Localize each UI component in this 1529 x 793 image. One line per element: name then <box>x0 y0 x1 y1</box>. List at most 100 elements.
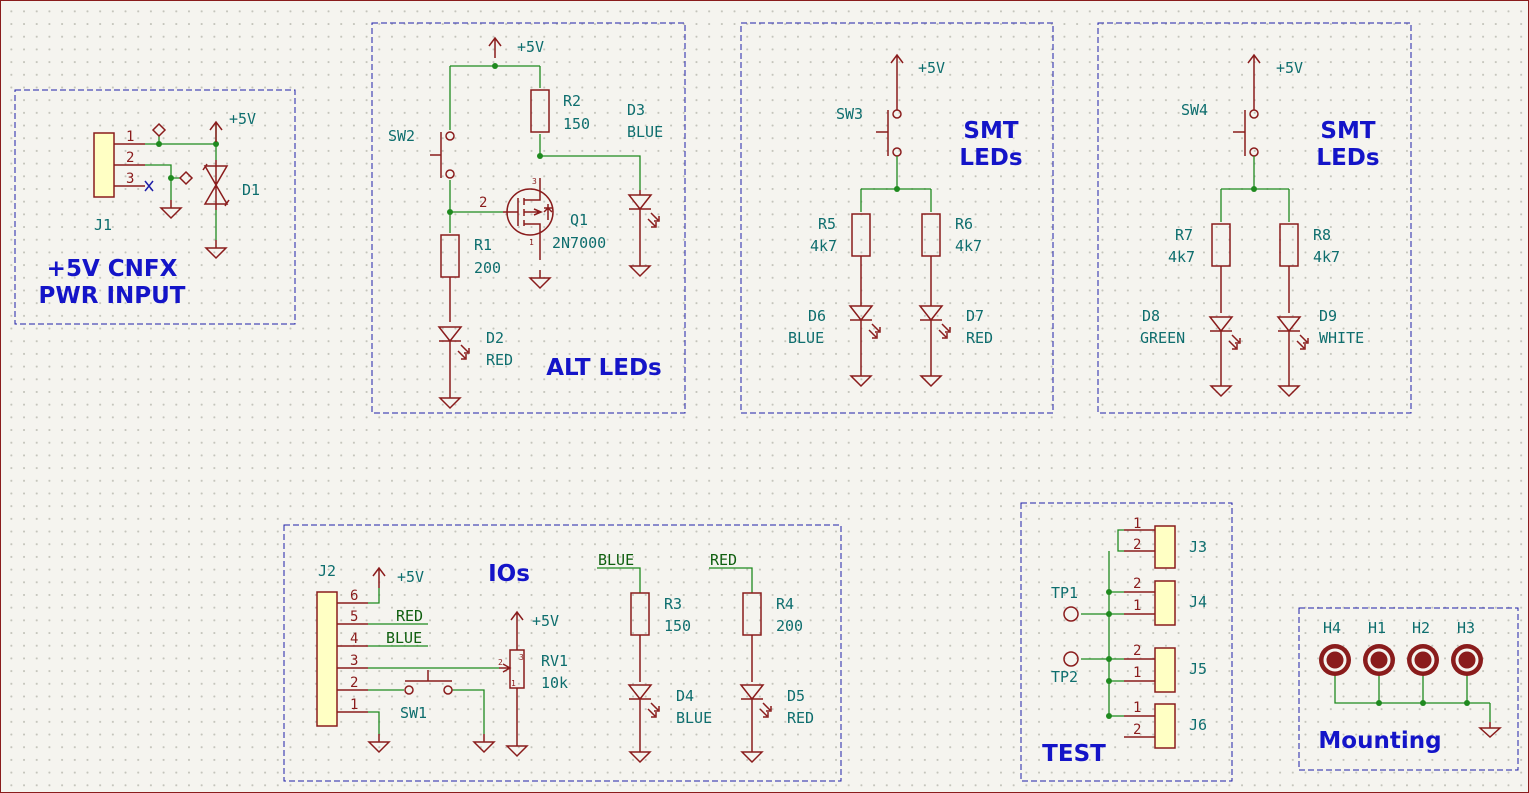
svg-text:1: 1 <box>1133 598 1141 614</box>
j4-connector[interactable]: 2 1 J4 <box>1109 576 1207 626</box>
svg-text:+5V: +5V <box>517 38 544 56</box>
svg-text:+5V: +5V <box>1276 59 1303 77</box>
no-connect-marker <box>144 180 154 192</box>
svg-text:1: 1 <box>350 697 358 713</box>
svg-text:2N7000: 2N7000 <box>552 234 606 252</box>
test-wires <box>1081 551 1110 716</box>
svg-text:R1: R1 <box>474 236 492 254</box>
svg-text:J3: J3 <box>1189 538 1207 556</box>
h1-mounting-hole[interactable]: H1 <box>1361 619 1397 678</box>
net-label-blue: BLUE <box>386 629 422 647</box>
svg-text:BLUE: BLUE <box>627 123 663 141</box>
j5-connector[interactable]: 2 1 J5 <box>1109 643 1207 693</box>
svg-text:2: 2 <box>498 658 503 667</box>
sw1-switch[interactable]: SW1 <box>400 670 453 722</box>
group-box-smt-leds-2 <box>1097 22 1412 414</box>
section-title-smt-leds: LEDs <box>959 145 1022 171</box>
svg-text:J6: J6 <box>1189 716 1207 734</box>
svg-text:RED: RED <box>966 329 993 347</box>
d7-led[interactable]: D7 RED <box>919 305 993 368</box>
ground-symbol-icon <box>741 743 763 763</box>
ground-symbol-icon <box>1210 377 1232 397</box>
j6-connector[interactable]: 1 2 J6 <box>1109 700 1207 749</box>
rv1-potentiometer[interactable]: 3 2 1 RV1 10k <box>498 632 568 738</box>
tp2-testpoint[interactable]: TP2 <box>1051 651 1079 686</box>
pwr-flag-icon <box>178 170 194 186</box>
section-title-power: +5V CNFX <box>47 256 178 282</box>
r2-resistor[interactable]: R2 150 <box>530 89 590 133</box>
d4-led[interactable]: D4 BLUE <box>628 684 712 744</box>
svg-text:2: 2 <box>1133 537 1141 553</box>
sw3-switch[interactable]: SW3 <box>836 75 902 157</box>
ios-wires <box>368 588 499 734</box>
d8-led[interactable]: D8 GREEN <box>1140 307 1241 378</box>
svg-text:5: 5 <box>350 609 358 625</box>
svg-text:RV1: RV1 <box>541 652 568 670</box>
svg-text:D2: D2 <box>486 329 504 347</box>
r3-resistor[interactable]: R3 150 <box>630 592 691 682</box>
section-title-power: PWR INPUT <box>39 283 186 309</box>
power-symbol-icon <box>1247 54 1261 76</box>
svg-text:2: 2 <box>1133 576 1141 592</box>
d3-led[interactable]: D3 BLUE <box>627 101 663 258</box>
h2-mounting-hole[interactable]: H2 <box>1405 619 1441 678</box>
mounting-wires <box>1334 660 1491 722</box>
ground-symbol-icon <box>1278 377 1300 397</box>
ground-symbol-icon <box>629 743 651 763</box>
tp1-testpoint[interactable]: TP1 <box>1051 584 1079 622</box>
svg-text:SW4: SW4 <box>1181 101 1208 119</box>
svg-text:R3: R3 <box>664 595 682 613</box>
svg-text:3: 3 <box>350 653 358 669</box>
svg-text:Q1: Q1 <box>570 211 588 229</box>
d1-tvs-diode[interactable]: D1 <box>202 160 260 210</box>
svg-text:2: 2 <box>479 195 487 211</box>
h4-mounting-hole[interactable]: H4 <box>1317 619 1353 678</box>
svg-text:3: 3 <box>519 653 524 662</box>
ios-led-wires <box>597 567 753 593</box>
j3-connector[interactable]: 1 2 J3 <box>1117 516 1207 569</box>
d5-led[interactable]: D5 RED <box>740 684 814 744</box>
svg-text:TP2: TP2 <box>1051 668 1078 686</box>
svg-text:1: 1 <box>1133 700 1141 716</box>
group-box-ios <box>283 524 842 782</box>
svg-text:200: 200 <box>474 259 501 277</box>
svg-text:H3: H3 <box>1457 619 1475 637</box>
r5-resistor[interactable]: R5 4k7 <box>810 213 871 306</box>
d6-led[interactable]: D6 BLUE <box>788 305 881 368</box>
j1-connector[interactable]: 1 2 3 J1 <box>93 129 145 234</box>
svg-text:D4: D4 <box>676 687 694 705</box>
svg-text:2: 2 <box>350 675 358 691</box>
power-symbol-icon <box>488 37 502 59</box>
power-symbol-icon <box>209 121 223 143</box>
group-box-smt-leds-1 <box>740 22 1054 414</box>
h3-mounting-hole[interactable]: H3 <box>1449 619 1485 678</box>
j2-connector[interactable]: 6 5 4 3 2 1 J2 <box>316 562 368 727</box>
sw4-switch[interactable]: SW4 <box>1181 75 1259 157</box>
d9-led[interactable]: D9 WHITE <box>1277 307 1364 378</box>
svg-text:SW1: SW1 <box>400 704 427 722</box>
svg-text:GREEN: GREEN <box>1140 329 1185 347</box>
section-title-smt-leds: LEDs <box>1316 145 1379 171</box>
r6-resistor[interactable]: R6 4k7 <box>921 213 982 306</box>
d2-led[interactable]: D2 RED <box>438 326 513 390</box>
q1-mosfet[interactable]: 2 1 3 Q1 2N7000 <box>479 177 606 260</box>
svg-text:R4: R4 <box>776 595 794 613</box>
svg-text:+5V: +5V <box>397 568 424 586</box>
sw2-switch[interactable]: SW2 <box>388 127 455 179</box>
svg-text:D1: D1 <box>242 181 260 199</box>
group-box-mounting <box>1298 607 1519 771</box>
section-title-smt-leds: SMT <box>963 118 1018 144</box>
r1-resistor[interactable]: R1 200 <box>440 234 501 322</box>
smt1-wires <box>860 156 932 212</box>
ground-symbol-icon <box>368 733 390 753</box>
net-label-red: RED <box>710 551 737 569</box>
svg-text:RED: RED <box>486 351 513 369</box>
r8-resistor[interactable]: R8 4k7 <box>1279 223 1340 313</box>
r4-resistor[interactable]: R4 200 <box>742 592 803 682</box>
svg-text:J5: J5 <box>1189 660 1207 678</box>
svg-text:BLUE: BLUE <box>788 329 824 347</box>
svg-text:R6: R6 <box>955 215 973 233</box>
r7-resistor[interactable]: R7 4k7 <box>1168 223 1231 313</box>
svg-text:1: 1 <box>126 129 134 145</box>
